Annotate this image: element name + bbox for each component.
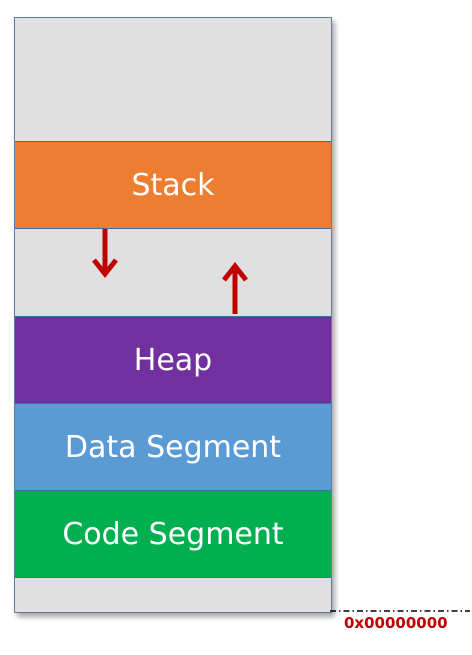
memory-layout: Stack Heap Data Segment Code Segment [14, 17, 332, 613]
code-segment: Code Segment [15, 490, 331, 578]
base-address-label: 0x00000000 [344, 614, 448, 632]
code-segment-label: Code Segment [62, 516, 284, 552]
heap-segment: Heap [15, 316, 331, 404]
stack-segment: Stack [15, 141, 331, 229]
data-segment: Data Segment [15, 403, 331, 491]
stack-label: Stack [131, 167, 215, 203]
heap-label: Heap [133, 342, 213, 378]
data-segment-label: Data Segment [64, 429, 282, 465]
